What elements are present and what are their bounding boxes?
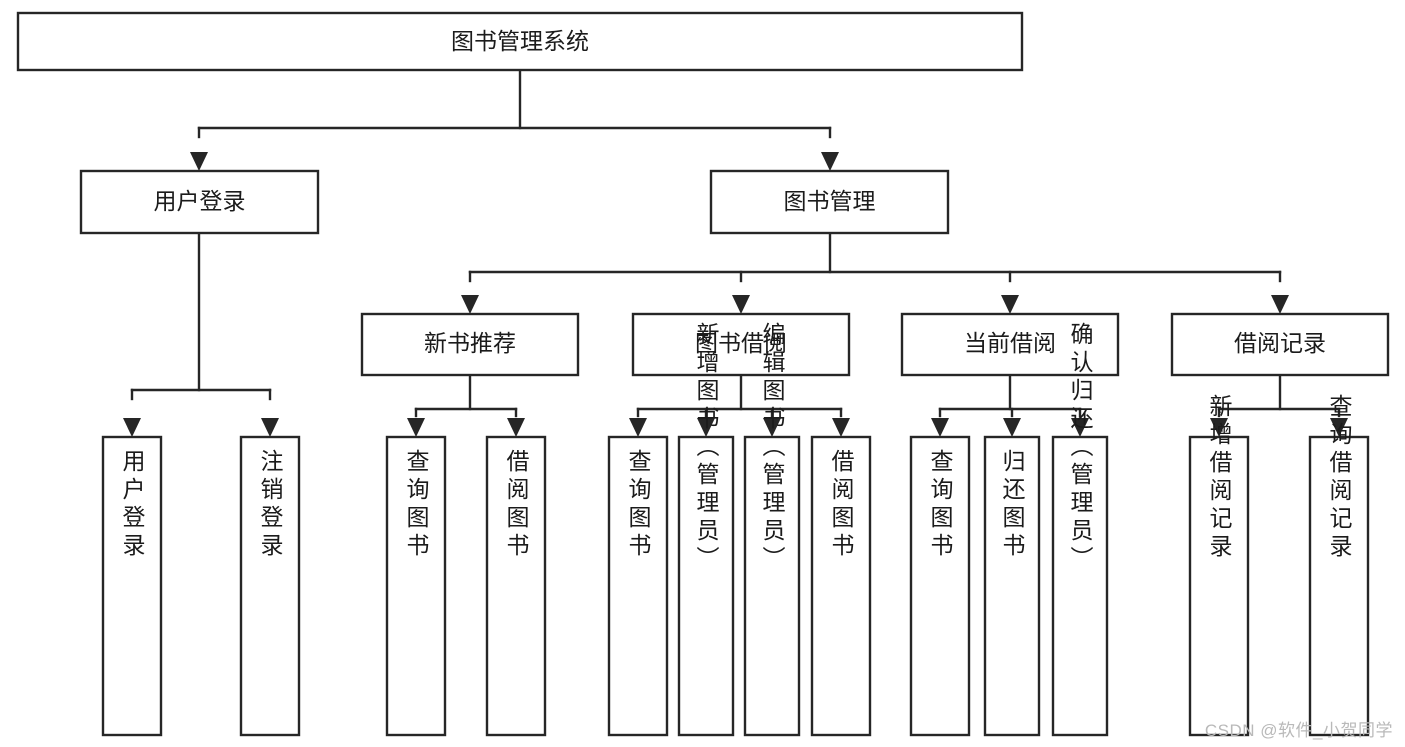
node-book-borrow-label: 图书借阅 — [695, 330, 787, 356]
node-borrow-records-label: 借阅记录 — [1234, 330, 1326, 356]
node-leaf-return-book-label: 归还图书 — [999, 449, 1026, 561]
node-leaf-borrow-book-label: 借阅图书 — [828, 449, 855, 561]
node-leaf-query-book-new-box[interactable] — [385, 435, 447, 737]
arrow-to-book-borrow — [732, 295, 750, 314]
node-leaf-confirm-return-admin-label: 确认归还（管理员） — [1067, 322, 1094, 574]
node-current-borrow[interactable]: 当前借阅 — [900, 312, 1120, 377]
node-book-borrow[interactable]: 图书借阅 — [631, 312, 851, 377]
arrow-to-leaf-borrow-book — [832, 418, 850, 437]
node-user-login-label: 用户登录 — [154, 188, 246, 214]
node-leaf-query-book-borrow-box[interactable] — [607, 435, 669, 737]
node-leaf-query-book-borrow[interactable]: 查询图书 — [607, 435, 669, 737]
node-leaf-return-book[interactable]: 归还图书 — [983, 435, 1041, 737]
node-leaf-logout[interactable]: 注销登录 — [239, 435, 301, 737]
node-leaf-query-book-current-label: 查询图书 — [927, 449, 954, 561]
node-leaf-add-book-admin[interactable]: 新增图书（管理员） — [677, 322, 735, 737]
node-leaf-logout-label: 注销登录 — [257, 449, 284, 561]
arrow-to-book-management — [821, 152, 839, 171]
node-leaf-user-login-label: 用户登录 — [119, 449, 146, 561]
node-borrow-records[interactable]: 借阅记录 — [1170, 312, 1390, 377]
arrow-to-leaf-borrow-book-new — [507, 418, 525, 437]
node-leaf-query-book-current-box[interactable] — [909, 435, 971, 737]
node-root[interactable]: 图书管理系统 — [16, 11, 1024, 72]
node-root-label: 图书管理系统 — [451, 28, 589, 54]
node-leaf-borrow-book-new-box[interactable] — [485, 435, 547, 737]
node-leaf-query-borrow-record[interactable]: 查询借阅记录 — [1308, 394, 1370, 737]
node-leaf-confirm-return-admin[interactable]: 确认归还（管理员） — [1051, 322, 1109, 737]
node-leaf-query-book-new[interactable]: 查询图书 — [385, 435, 447, 737]
node-leaf-edit-book-admin-label: 编辑图书（管理员） — [759, 322, 786, 574]
node-leaf-query-book-new-label: 查询图书 — [403, 449, 430, 561]
node-leaf-confirm-return-admin-box[interactable] — [1051, 435, 1109, 737]
node-leaf-user-login[interactable]: 用户登录 — [101, 435, 163, 737]
arrow-to-leaf-query-book-current — [931, 418, 949, 437]
node-leaf-borrow-book[interactable]: 借阅图书 — [810, 435, 872, 737]
arrow-to-leaf-return-book — [1003, 418, 1021, 437]
arrow-to-leaf-logout — [261, 418, 279, 437]
node-leaf-query-book-borrow-label: 查询图书 — [625, 449, 652, 561]
node-leaf-return-book-box[interactable] — [983, 435, 1041, 737]
node-book-borrow-box[interactable] — [631, 312, 851, 377]
node-leaf-borrow-book-new-label: 借阅图书 — [503, 449, 530, 561]
node-new-book-recommend-label: 新书推荐 — [424, 330, 516, 356]
node-leaf-add-borrow-record[interactable]: 新增借阅记录 — [1188, 394, 1250, 737]
node-leaf-borrow-book-new[interactable]: 借阅图书 — [485, 435, 547, 737]
node-borrow-records-box[interactable] — [1170, 312, 1390, 377]
node-leaf-logout-box[interactable] — [239, 435, 301, 737]
node-leaf-query-borrow-record-label: 查询借阅记录 — [1326, 394, 1353, 562]
node-leaf-add-borrow-record-label: 新增借阅记录 — [1206, 394, 1233, 562]
arrow-to-borrow-records — [1271, 295, 1289, 314]
node-new-book-recommend-box[interactable] — [360, 312, 580, 377]
node-leaf-query-borrow-record-box[interactable] — [1308, 435, 1370, 737]
arrow-to-leaf-query-book-new — [407, 418, 425, 437]
arrow-to-user-login — [190, 152, 208, 171]
node-leaf-edit-book-admin[interactable]: 编辑图书（管理员） — [743, 322, 801, 737]
node-leaf-add-book-admin-label: 新增图书（管理员） — [693, 322, 720, 574]
node-current-borrow-box[interactable] — [900, 312, 1120, 377]
node-root-box[interactable] — [16, 11, 1024, 72]
node-leaf-user-login-box[interactable] — [101, 435, 163, 737]
arrow-to-current-borrow — [1001, 295, 1019, 314]
node-new-book-recommend[interactable]: 新书推荐 — [360, 312, 580, 377]
arrow-to-new-book-recommend — [461, 295, 479, 314]
node-leaf-edit-book-admin-box[interactable] — [743, 435, 801, 737]
node-leaf-add-book-admin-box[interactable] — [677, 435, 735, 737]
node-leaf-add-borrow-record-box[interactable] — [1188, 435, 1250, 737]
node-leaf-borrow-book-box[interactable] — [810, 435, 872, 737]
node-book-management[interactable]: 图书管理 — [709, 169, 950, 235]
node-current-borrow-label: 当前借阅 — [964, 330, 1056, 356]
connector-layer — [123, 68, 1348, 437]
node-book-management-box[interactable] — [709, 169, 950, 235]
node-leaf-query-book-current[interactable]: 查询图书 — [909, 435, 971, 737]
arrow-to-leaf-query-book-borrow — [629, 418, 647, 437]
node-user-login-box[interactable] — [79, 169, 320, 235]
node-user-login[interactable]: 用户登录 — [79, 169, 320, 235]
node-book-management-label: 图书管理 — [784, 188, 876, 214]
arrow-to-leaf-user-login — [123, 418, 141, 437]
